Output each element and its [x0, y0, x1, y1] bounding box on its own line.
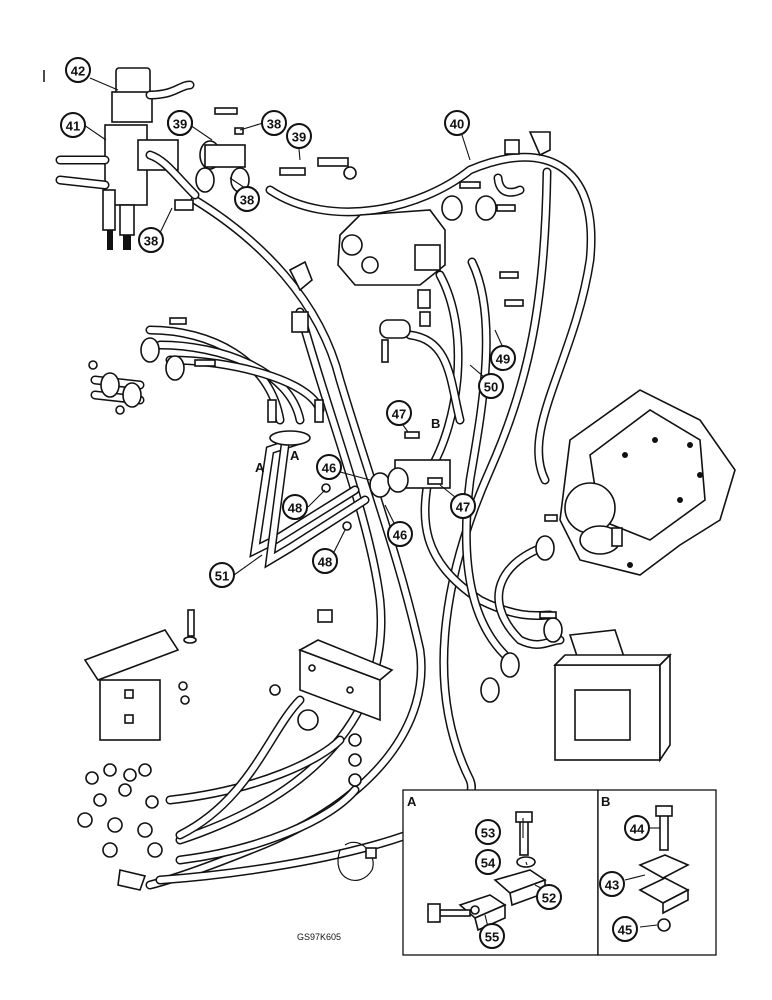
- figure-code: GS97K605: [297, 932, 342, 942]
- view-letter-b-mid: B: [431, 416, 440, 431]
- callout-circle: [444, 110, 470, 136]
- callout-circle: [478, 373, 504, 399]
- callout-47: 47: [386, 400, 412, 426]
- callout-circle: [286, 123, 312, 149]
- callout-number: 48: [318, 555, 332, 570]
- hydraulic-pump: [535, 389, 736, 576]
- callout-54: 54: [475, 849, 501, 875]
- callout-number: 50: [484, 380, 498, 395]
- callout-53: 53: [475, 819, 501, 845]
- callout-number: 38: [267, 117, 281, 132]
- callout-circle: [612, 916, 638, 942]
- callout-number: 46: [393, 528, 407, 543]
- callout-number: 49: [496, 352, 510, 367]
- callout-40: 40: [444, 110, 470, 136]
- callout-circle: [138, 227, 164, 253]
- callout-42: 42: [65, 57, 91, 83]
- callout-circle: [475, 819, 501, 845]
- callout-50: 50: [478, 373, 504, 399]
- callout-circle: [386, 400, 412, 426]
- callout-49: 49: [490, 345, 516, 371]
- tube-assembly-51: [249, 435, 370, 569]
- callout-number: 48: [288, 501, 302, 516]
- callout-circle: [60, 112, 86, 138]
- callout-46: 46: [316, 454, 342, 480]
- callout-55: 55: [479, 923, 505, 949]
- callout-48: 48: [312, 548, 338, 574]
- callout-number: 39: [173, 117, 187, 132]
- mid-clamp: [321, 431, 451, 531]
- callout-circle: [209, 562, 235, 588]
- fittings-cluster: [77, 763, 377, 891]
- callout-38: 38: [234, 186, 260, 212]
- callout-number: 41: [66, 119, 80, 134]
- callout-number: 43: [605, 878, 619, 893]
- callout-number: 47: [456, 500, 470, 515]
- view-letter-a-mid: A: [290, 448, 300, 463]
- callout-number: 51: [215, 569, 229, 584]
- view-letter-a-left: A: [255, 460, 265, 475]
- callout-circle: [316, 454, 342, 480]
- callout-48: 48: [282, 494, 308, 520]
- callout-45: 45: [612, 916, 638, 942]
- callout-number: 38: [240, 193, 254, 208]
- view-letter-b-inset: B: [601, 794, 610, 809]
- callout-52: 52: [536, 884, 562, 910]
- callout-39: 39: [286, 123, 312, 149]
- callout-number: 55: [485, 930, 499, 945]
- callout-number: 46: [322, 461, 336, 476]
- hose-bundle: [145, 152, 596, 890]
- callout-47: 47: [450, 493, 476, 519]
- valve-assembly: [55, 67, 200, 250]
- callout-circle: [450, 493, 476, 519]
- callout-number: 39: [292, 130, 306, 145]
- callout-38: 38: [138, 227, 164, 253]
- callout-51: 51: [209, 562, 235, 588]
- callout-circle: [536, 884, 562, 910]
- flange-set-left: [88, 317, 324, 446]
- callout-circle: [475, 849, 501, 875]
- callout-number: 54: [481, 856, 496, 871]
- pedal-bracket: [83, 609, 394, 787]
- flange-set-top: [195, 107, 357, 193]
- callout-circle: [479, 923, 505, 949]
- callout-number: 52: [542, 891, 556, 906]
- callout-circle: [65, 57, 91, 83]
- callout-circle: [282, 494, 308, 520]
- callout-group: 4241373938393840384950474746464848515354…: [60, 57, 650, 949]
- callout-number: 45: [618, 923, 632, 938]
- callout-circle: [624, 815, 650, 841]
- tank-block: [480, 611, 672, 763]
- callout-43: 43: [599, 871, 625, 897]
- callout-number: 44: [630, 822, 645, 837]
- callout-number: 42: [71, 64, 85, 79]
- callout-circle: [387, 521, 413, 547]
- callout-circle: [312, 548, 338, 574]
- callout-circle: [599, 871, 625, 897]
- callout-number: 38: [144, 234, 158, 249]
- callout-circle: [261, 110, 287, 136]
- callout-number: 47: [392, 407, 406, 422]
- callout-39: 39: [167, 110, 193, 136]
- callout-41: 41: [60, 112, 86, 138]
- callout-circle: [167, 110, 193, 136]
- view-letter-a-inset: A: [407, 794, 417, 809]
- control-valve-body: [288, 131, 551, 363]
- callout-number: 53: [481, 826, 495, 841]
- callout-number: 40: [450, 117, 464, 132]
- callout-circle: [234, 186, 260, 212]
- callout-38: 38: [261, 110, 287, 136]
- callout-46: 46: [387, 521, 413, 547]
- callout-44: 44: [624, 815, 650, 841]
- callout-circle: [490, 345, 516, 371]
